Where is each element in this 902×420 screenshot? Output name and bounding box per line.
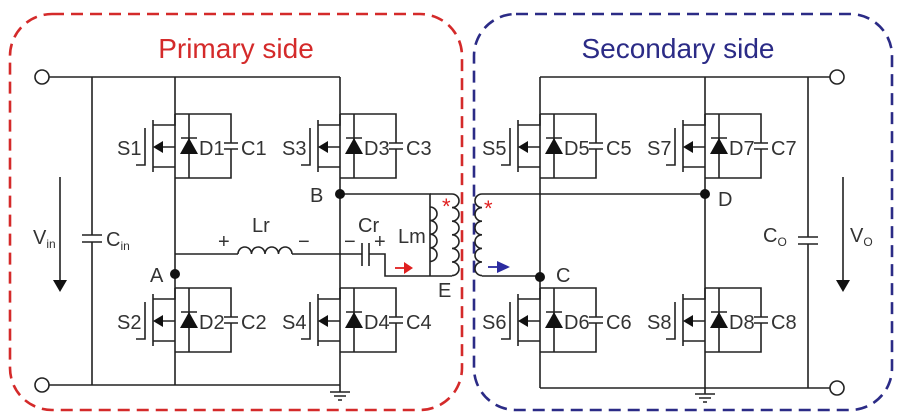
diode-icon — [545, 138, 563, 154]
diode-label: D8 — [729, 312, 755, 334]
wires — [34, 69, 850, 403]
node-e-label: E — [438, 280, 451, 302]
lr-minus: − — [298, 231, 310, 253]
switch-module: S1 D1 C1 — [117, 113, 267, 179]
mosfet-icon — [301, 288, 341, 346]
diode-icon — [180, 312, 198, 328]
snubber-capacitor-icon — [340, 113, 403, 179]
switch-module: S6 D6 C6 — [482, 287, 632, 353]
capacitor-label: C2 — [241, 312, 267, 334]
diode-icon — [710, 138, 728, 154]
snubber-capacitor-icon — [705, 287, 768, 353]
mosfet-icon — [301, 114, 341, 172]
switch-module: S7 D7 C7 — [647, 113, 797, 179]
input-terminal-positive — [34, 69, 50, 85]
lm-label: Lm — [398, 226, 426, 248]
vin-label: Vin — [33, 227, 56, 251]
switch-label: S8 — [647, 312, 671, 334]
diode-icon — [345, 138, 363, 154]
node-a-dot — [170, 269, 180, 279]
diode-label: D7 — [729, 138, 755, 160]
capacitor-label: C3 — [406, 138, 432, 160]
ground-icon — [330, 391, 350, 401]
primary-side-title: Primary side — [158, 33, 314, 64]
ground-icon — [695, 393, 715, 403]
input-terminal-negative — [34, 377, 50, 393]
snubber-capacitor-icon — [175, 113, 238, 179]
primary-dot-mark: * — [442, 194, 451, 219]
secondary-dot-mark: * — [484, 196, 493, 221]
node-d-label: D — [718, 189, 732, 211]
diode-label: D1 — [199, 138, 225, 160]
diode-icon — [710, 312, 728, 328]
mosfet-icon — [136, 288, 176, 346]
output-terminal-positive — [829, 69, 845, 85]
switch-label: S2 — [117, 312, 141, 334]
lr-label: Lr — [252, 215, 270, 237]
snubber-capacitor-icon — [540, 287, 603, 353]
cin-label: Cin — [106, 229, 130, 253]
lm-inductor — [429, 206, 438, 263]
diode-label: D5 — [564, 138, 590, 160]
lr-plus: + — [218, 231, 230, 253]
capacitor-label: C4 — [406, 312, 432, 334]
node-b-dot — [335, 189, 345, 199]
mosfet-icon — [666, 288, 706, 346]
switch-module: S2 D2 C2 — [117, 287, 267, 353]
cr-label: Cr — [358, 215, 379, 237]
vo-label: VO — [850, 225, 873, 249]
diode-icon — [345, 312, 363, 328]
node-c-dot — [535, 272, 545, 282]
vin-arrowhead — [53, 280, 67, 292]
snubber-capacitor-icon — [705, 113, 768, 179]
switch-label: S4 — [282, 312, 306, 334]
switch-module: S5 D5 C5 — [482, 113, 632, 179]
transformer-secondary — [474, 193, 483, 277]
capacitor-label: C1 — [241, 138, 267, 160]
switch-label: S7 — [647, 138, 671, 160]
transformer-primary — [430, 193, 460, 277]
switch-label: S3 — [282, 138, 306, 160]
switch-label: S5 — [482, 138, 506, 160]
switch-label: S6 — [482, 312, 506, 334]
mosfet-icon — [501, 288, 541, 346]
snubber-capacitor-icon — [540, 113, 603, 179]
diode-label: D2 — [199, 312, 225, 334]
secondary-side-title: Secondary side — [581, 33, 774, 64]
cr-plus: + — [374, 231, 386, 253]
node-c-label: C — [556, 265, 570, 287]
switch-module: S4 D4 C4 — [282, 287, 432, 353]
diode-label: D4 — [364, 312, 390, 334]
node-a-label: A — [150, 265, 164, 287]
mosfet-icon — [666, 114, 706, 172]
capacitor-label: C8 — [771, 312, 797, 334]
co-label: CO — [763, 225, 787, 249]
switch-label: S1 — [117, 138, 141, 160]
primary-side-box — [8, 12, 464, 412]
vo-arrowhead — [836, 280, 850, 292]
node-b-label: B — [310, 185, 323, 207]
mosfet-icon — [501, 114, 541, 172]
snubber-capacitor-icon — [175, 287, 238, 353]
diode-label: D6 — [564, 312, 590, 334]
switch-module: S3 D3 C3 — [282, 113, 432, 179]
output-terminal-negative — [829, 380, 845, 396]
diode-icon — [180, 138, 198, 154]
cr-minus: − — [344, 231, 356, 253]
diode-icon — [545, 312, 563, 328]
lr-inductor — [237, 246, 293, 255]
mosfet-icon — [136, 114, 176, 172]
capacitor-label: C7 — [771, 138, 797, 160]
snubber-capacitor-icon — [340, 287, 403, 353]
switch-module: S8 D8 C8 — [647, 287, 797, 353]
node-d-dot — [700, 189, 710, 199]
secondary-side-box — [472, 12, 894, 412]
capacitor-label: C6 — [606, 312, 632, 334]
capacitor-label: C5 — [606, 138, 632, 160]
diode-label: D3 — [364, 138, 390, 160]
